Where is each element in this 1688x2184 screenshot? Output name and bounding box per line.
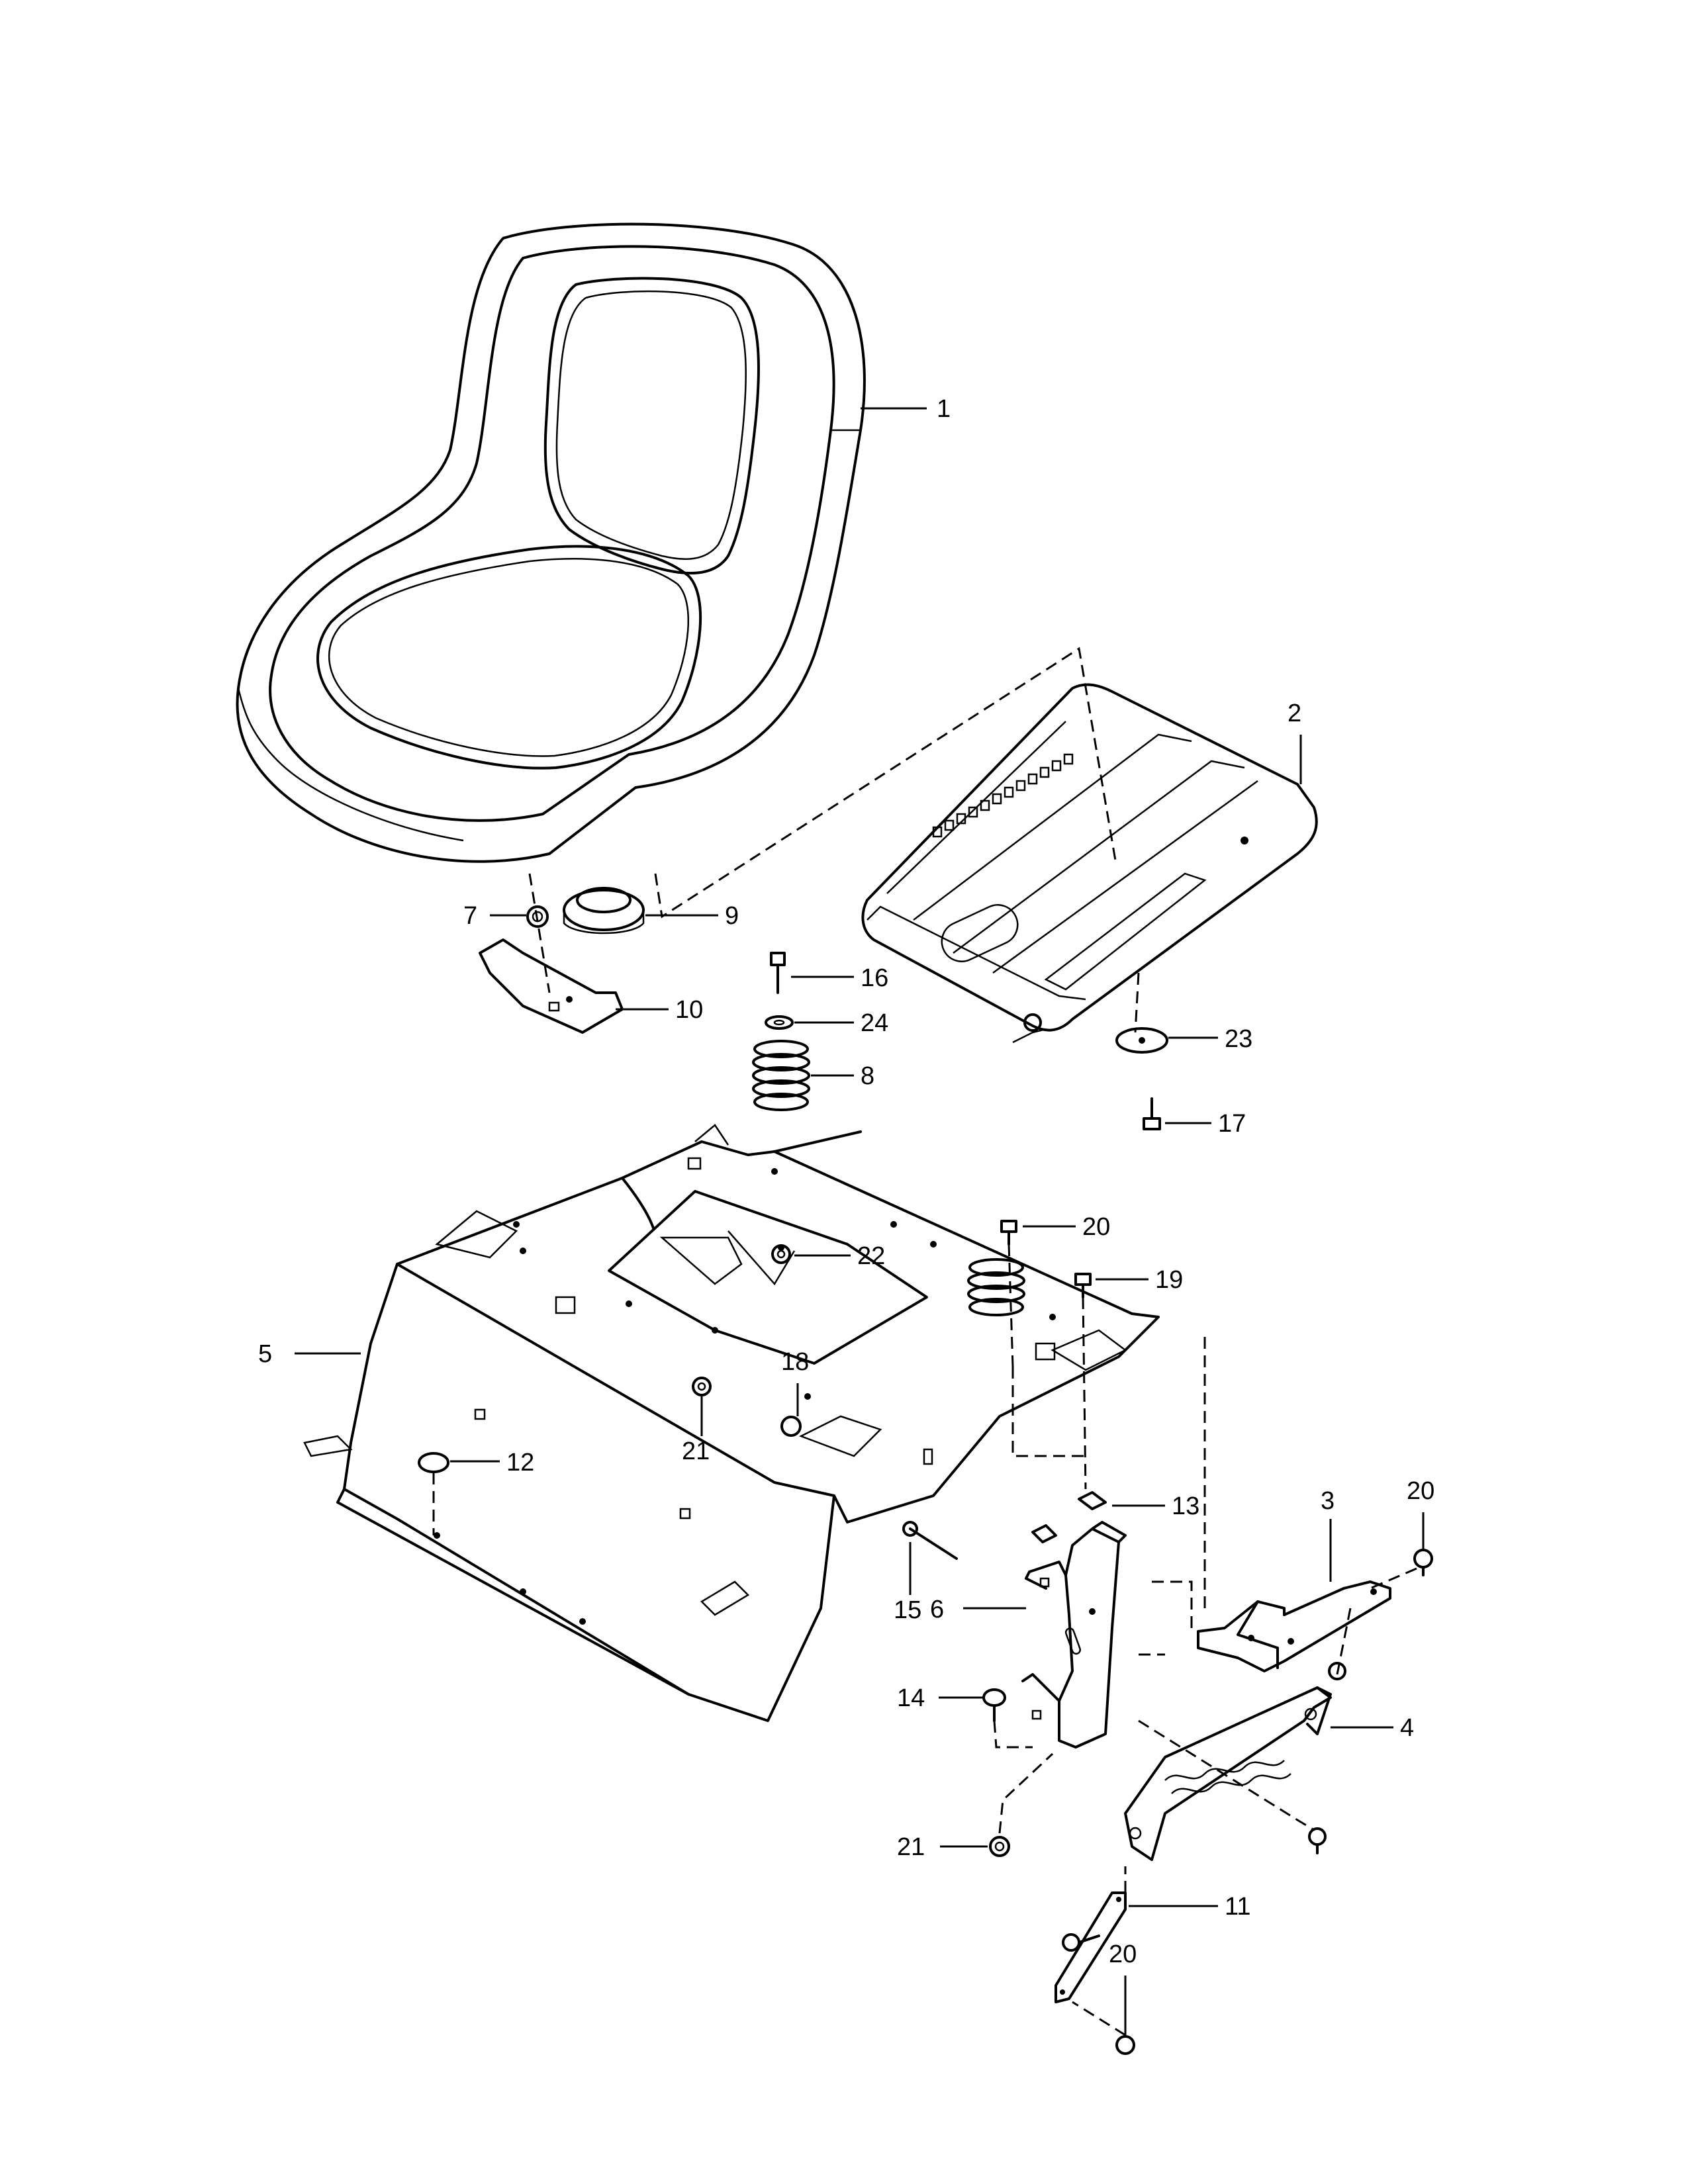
bracket-part-6 <box>1021 1521 1127 1749</box>
callout-3: 3 <box>1321 1487 1335 1515</box>
callout-14: 14 <box>897 1684 925 1712</box>
callout-7: 7 <box>463 902 477 930</box>
screw-part-17 <box>1143 1097 1161 1130</box>
callout-21-lower: 21 <box>897 1833 925 1861</box>
callout-13: 13 <box>1172 1492 1199 1520</box>
callout-6: 6 <box>930 1596 944 1623</box>
callout-19: 19 <box>1155 1266 1183 1294</box>
screw-part-20-bottom <box>1115 2035 1135 2055</box>
screw-part-20-upper <box>1000 1220 1017 1246</box>
spring-part-8 <box>752 1040 810 1111</box>
bolt-part-16 <box>770 952 786 994</box>
screw-part-19 <box>1074 1273 1092 1298</box>
screw-near-part-4-lower <box>1308 1827 1327 1854</box>
pin-part-14 <box>982 1688 1006 1722</box>
callout-21-upper: 21 <box>682 1437 710 1465</box>
callout-24: 24 <box>861 1009 888 1037</box>
callout-4: 4 <box>1400 1714 1414 1742</box>
callout-20-bottom: 20 <box>1109 1940 1137 1968</box>
callout-22: 22 <box>857 1242 885 1270</box>
callout-17: 17 <box>1218 1110 1246 1138</box>
callout-1: 1 <box>937 395 951 423</box>
callout-8: 8 <box>861 1062 874 1090</box>
plug-part-12 <box>418 1452 449 1473</box>
callout-18: 18 <box>781 1348 809 1376</box>
switch-bracket-part-10 <box>479 938 624 1034</box>
seat-switch-part-9 <box>563 887 645 934</box>
callout-10: 10 <box>675 996 703 1024</box>
screw-near-part-4-upper <box>1328 1662 1346 1680</box>
callout-20-right: 20 <box>1407 1477 1434 1505</box>
callout-12: 12 <box>506 1449 534 1477</box>
callout-2: 2 <box>1288 700 1301 727</box>
callout-11: 11 <box>1225 1893 1250 1921</box>
nut-part-21-lower <box>989 1836 1010 1857</box>
washer-part-23 <box>1115 1027 1168 1054</box>
callout-15: 15 <box>894 1596 921 1624</box>
callout-20-upper: 20 <box>1082 1213 1110 1241</box>
platform-spring <box>967 1258 1025 1316</box>
pin-part-15 <box>902 1521 958 1560</box>
bolt-part-18 <box>780 1416 802 1437</box>
slotted-bracket-part-4 <box>1124 1686 1332 1861</box>
screw-part-20-right <box>1413 1549 1433 1576</box>
seat-support-part-5 <box>303 1124 1160 1722</box>
bracket-part-3 <box>1197 1580 1391 1672</box>
clip-part-13 <box>1078 1491 1107 1510</box>
screw-near-part-11 <box>1062 1933 1100 1952</box>
seat-part-1 <box>236 222 866 863</box>
callout-5: 5 <box>258 1340 272 1368</box>
seat-pan-part-2 <box>861 683 1318 1044</box>
washer-part-24 <box>765 1015 794 1030</box>
nut-part-22 <box>771 1244 791 1264</box>
callout-23: 23 <box>1225 1025 1252 1053</box>
callout-16: 16 <box>861 964 888 992</box>
nut-part-21-upper <box>692 1377 712 1396</box>
callout-9: 9 <box>725 902 739 930</box>
